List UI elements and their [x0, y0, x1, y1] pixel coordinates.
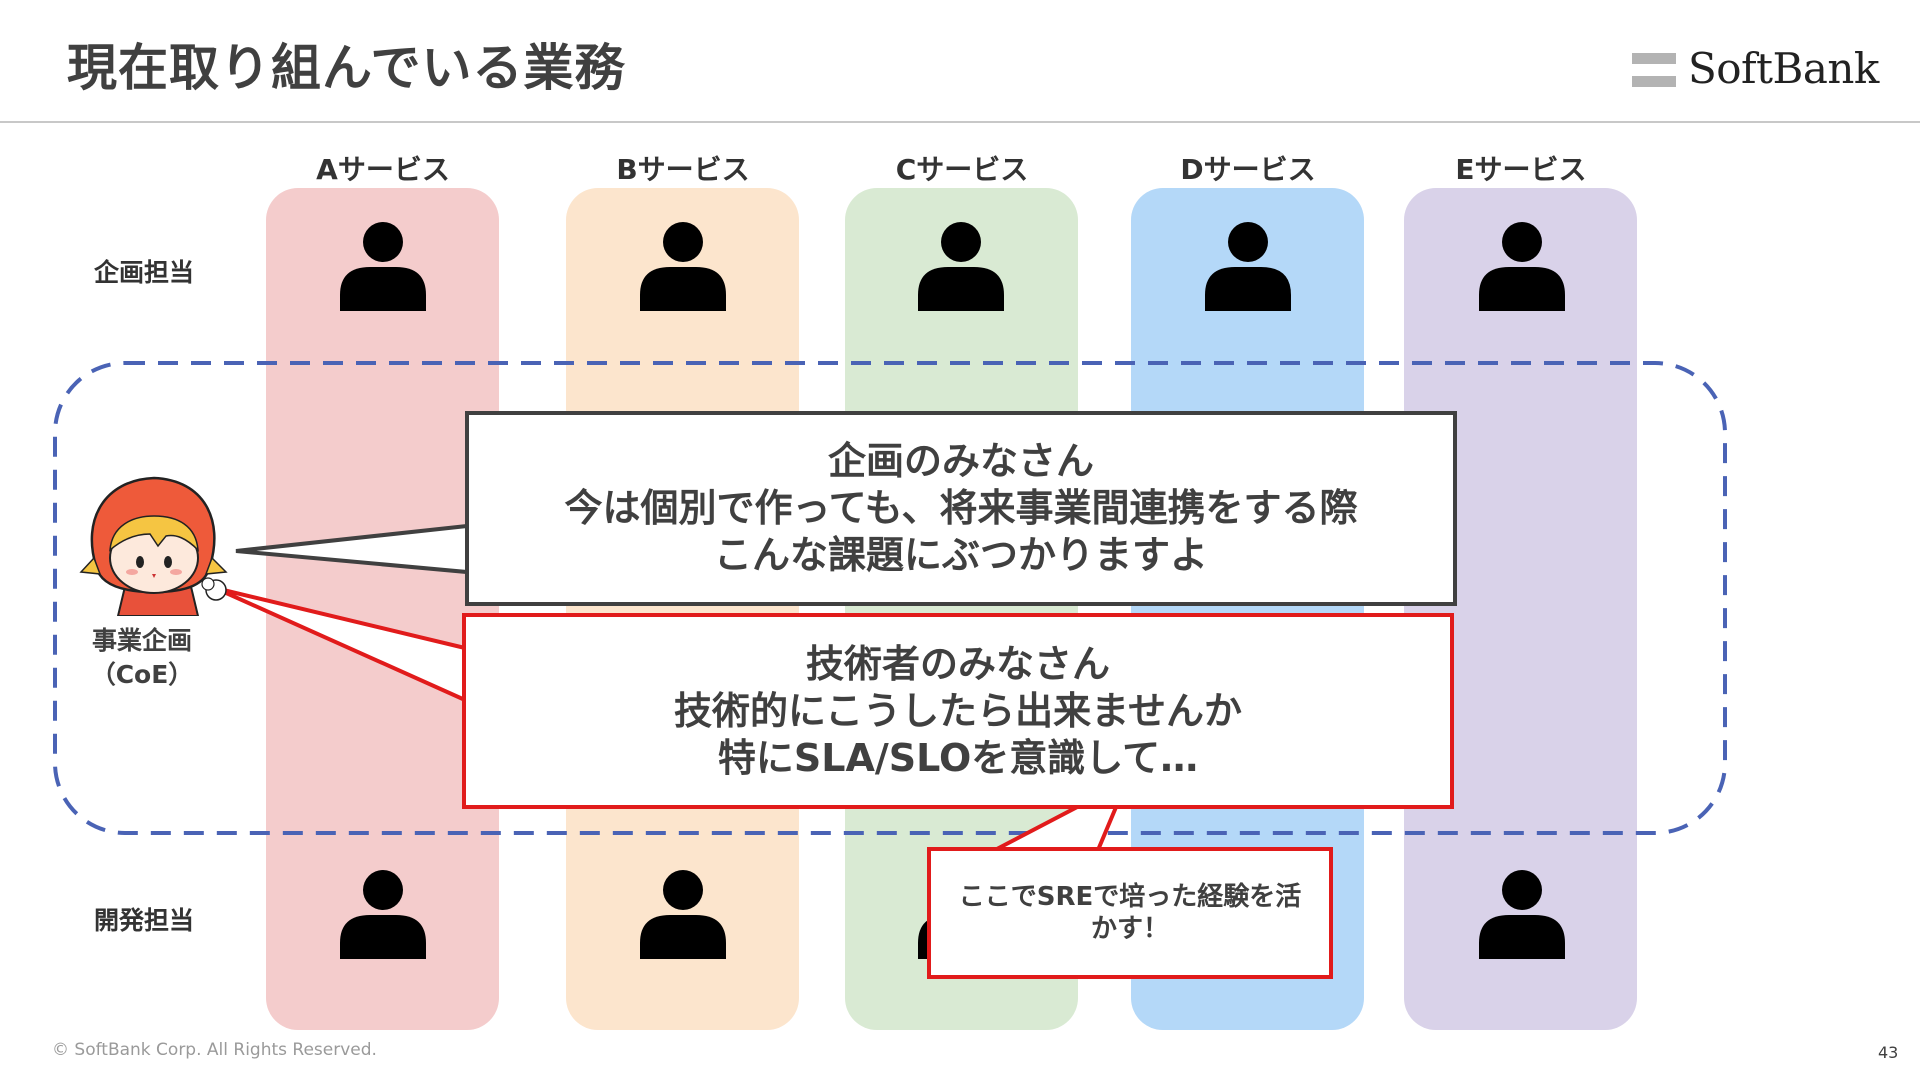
- planner-callout-line2: 今は個別で作っても、将来事業間連携をする際: [564, 486, 1358, 530]
- person-icon: [1479, 870, 1565, 959]
- column-header-c: Cサービス: [895, 153, 1029, 186]
- planner-callout-tail: [235, 523, 469, 575]
- coe-label-line2: （CoE）: [90, 660, 194, 689]
- sre-callout-line2: かす！: [1090, 914, 1169, 944]
- person-icon: [1479, 222, 1565, 311]
- column-header-b: Bサービス: [616, 153, 750, 186]
- person-icon: [340, 870, 426, 959]
- page-title: 現在取り組んでいる業務: [67, 39, 626, 97]
- engineer-callout-line1: 技術者のみなさん: [805, 641, 1110, 686]
- planner-callout-line1: 企画のみなさん: [827, 439, 1094, 483]
- person-icon: [1205, 222, 1291, 311]
- column-header-e: Eサービス: [1455, 153, 1587, 186]
- engineer-callout-tail: [214, 586, 467, 704]
- person-icon: [640, 222, 726, 311]
- page-number: 43: [1878, 1043, 1899, 1062]
- copyright-footer: © SoftBank Corp. All Rights Reserved.: [52, 1040, 377, 1060]
- sre-callout: ここでSREで培った経験を活 かす！: [927, 847, 1333, 979]
- coe-label-line1: 事業企画: [91, 626, 192, 655]
- coe-label: 事業企画 （CoE）: [62, 624, 222, 692]
- logo-bar-bottom: [1632, 76, 1676, 87]
- logo-bar-top: [1632, 53, 1676, 64]
- planner-callout-line3: こんな課題にぶつかりますよ: [713, 533, 1208, 577]
- title-divider: [0, 121, 1920, 123]
- logo-text: SoftBank: [1688, 44, 1879, 93]
- coe-character-icon: [79, 476, 228, 616]
- person-icon: [918, 222, 1004, 311]
- softbank-logo: SoftBank: [1632, 44, 1879, 93]
- engineer-callout-line3: 特にSLA/SLOを意識して…: [717, 735, 1199, 780]
- column-header-a: Aサービス: [316, 153, 450, 186]
- engineer-callout: 技術者のみなさん 技術的にこうしたら出来ませんか 特にSLA/SLOを意識して…: [462, 613, 1454, 809]
- sre-callout-line1: ここでSREで培った経験を活: [958, 882, 1302, 912]
- planner-callout: 企画のみなさん 今は個別で作っても、将来事業間連携をする際 こんな課題にぶつかり…: [465, 411, 1457, 606]
- person-icon: [340, 222, 426, 311]
- coe-dashed-border: [53, 361, 1727, 835]
- row-label-planning: 企画担当: [94, 258, 195, 287]
- row-label-development: 開発担当: [94, 906, 195, 935]
- column-header-d: Dサービス: [1180, 153, 1316, 186]
- person-icon: [640, 870, 726, 959]
- engineer-callout-line2: 技術的にこうしたら出来ませんか: [673, 688, 1243, 733]
